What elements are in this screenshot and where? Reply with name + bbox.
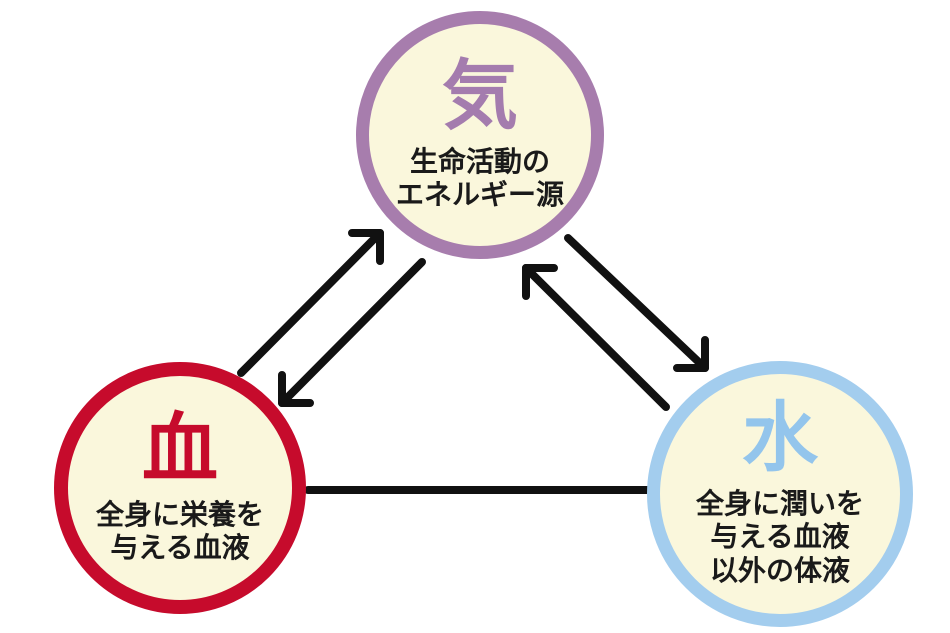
node-sui-label: 水: [742, 396, 818, 482]
description-line: 全身に栄養を: [95, 498, 264, 530]
arrow-ki-to-sui-shaft: [564, 234, 709, 372]
node-sui-circle: 水 全身に潤いを 与える血液 以外の体液: [647, 361, 913, 627]
description-line: 与える血液: [710, 521, 850, 553]
arrow-ki-to-ketsu-head-icon: [278, 371, 314, 407]
description-line: 以外の体液: [709, 554, 850, 586]
node-ketsu-label: 血: [142, 406, 218, 492]
arrow-ketsu-to-ki-head-icon: [348, 229, 384, 265]
arrow-ki-to-ketsu-shaft: [278, 258, 426, 407]
arrow-sui-to-ki-shaft: [522, 264, 670, 411]
node-ki-description: 生命活動の エネルギー源: [396, 145, 564, 211]
arrow-sui-to-ki-head-icon: [522, 264, 558, 300]
node-ki-circle: 気 生命活動の エネルギー源: [356, 11, 604, 259]
node-ketsu-description: 全身に栄養を 与える血液: [96, 498, 264, 564]
node-sui-description: 全身に潤いを 与える血液 以外の体液: [696, 487, 864, 586]
arrow-ketsu-to-ki-shaft: [237, 229, 384, 377]
description-line: 生命活動の: [409, 145, 550, 177]
node-ketsu-circle: 血 全身に栄養を 与える血液: [54, 362, 306, 614]
description-line: 与える血液: [110, 532, 250, 563]
description-line: 全身に潤いを: [695, 488, 864, 520]
node-ki-label: 気: [442, 53, 518, 139]
description-line: エネルギー源: [395, 179, 564, 210]
arrow-ki-to-sui-head-icon: [673, 336, 709, 372]
